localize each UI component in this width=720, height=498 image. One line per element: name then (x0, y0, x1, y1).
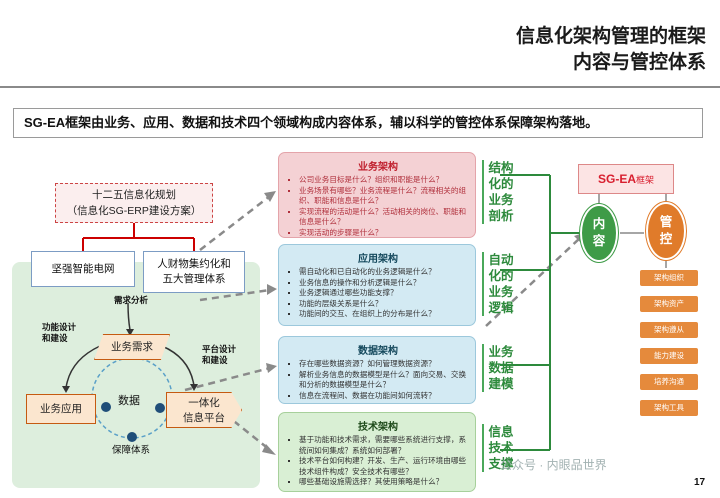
panel-item: 哪些基础设施需选择？其使用策略是什么？ (299, 477, 467, 488)
management-system-line2: 五大管理体系 (162, 273, 226, 285)
label-line: 化的 (488, 177, 514, 191)
structured-business-label: 结构 化的 业务 剖析 (482, 160, 518, 224)
management-system-node: 人财物集约化和 五大管理体系 (143, 251, 245, 293)
it-plan-box: 十二五信息化规划 （信息化SG-ERP建设方案） (55, 183, 213, 223)
circle-char: 内 (592, 217, 606, 231)
panel-item: 公司业务目标是什么？组织和职能是什么？ (299, 175, 467, 186)
data-modeling-label: 业务 数据 建模 (482, 344, 518, 392)
page-number: 17 (694, 477, 706, 488)
control-item-capability-building: 能力建设 (640, 348, 698, 364)
panel-item: 需自动化和已自动化的业务逻辑是什么？ (299, 267, 467, 278)
circle-char: 管 (659, 215, 673, 229)
panel-title: 应用架构 (358, 254, 398, 265)
data-node: 数据 (118, 395, 140, 407)
content-circle: 内 容 (580, 204, 618, 262)
it-plan-subtitle: （信息化SG-ERP建设方案） (66, 205, 202, 217)
panel-item: 功能的层级关系是什么？ (299, 299, 467, 310)
sgea-main: SG-EA (597, 172, 636, 186)
panel-item: 存在哪些数据资源？如何管理数据资源？ (299, 359, 467, 370)
data-architecture-panel: 数据架构 存在哪些数据资源？如何管理数据资源？ 解析业务信息的数据模型是什么？面… (278, 336, 476, 404)
label-line: 数据 (488, 361, 514, 375)
platform-design-line2: 和建设 (202, 355, 228, 365)
function-design-label: 功能设计 和建设 (42, 322, 76, 344)
integrated-platform-line2: 信息平台 (183, 412, 225, 424)
circle-char: 容 (592, 234, 606, 248)
application-architecture-panel: 应用架构 需自动化和已自动化的业务逻辑是什么？ 业务信息的操作和分析逻辑是什么？… (278, 244, 476, 326)
control-item-architecture-tools: 架构工具 (640, 400, 698, 416)
control-item-architecture-assets: 架构资产 (640, 296, 698, 312)
left-diagram-background (12, 262, 260, 488)
label-line: 建模 (488, 377, 514, 391)
business-requirement-node: 业务需求 (94, 334, 170, 360)
panel-title: 业务架构 (358, 162, 398, 173)
business-application-node: 业务应用 (26, 394, 96, 424)
label-line: 信息 (488, 425, 514, 439)
label-line: 业务 (488, 193, 514, 207)
smart-grid-node: 坚强智能电网 (31, 251, 135, 287)
sgea-framework-box: SG-EA框架 (578, 164, 674, 194)
requirement-analysis-label: 需求分析 (114, 295, 149, 305)
label-line: 自动 (488, 253, 514, 267)
management-system-line1: 人财物集约化和 (157, 258, 231, 270)
it-plan-title: 十二五信息化规划 (92, 189, 176, 201)
panel-item: 业务信息的操作和分析逻辑是什么？ (299, 278, 467, 289)
label-line: 技术 (488, 441, 514, 455)
it-support-label: 信息 技术 支撑 (482, 424, 518, 472)
automated-logic-label: 自动 化的 业务 逻辑 (482, 252, 518, 316)
summary-box: SG-EA框架由业务、应用、数据和技术四个领域构成内容体系，辅以科学的管控体系保… (13, 108, 703, 138)
business-architecture-panel: 业务架构 公司业务目标是什么？组织和职能是什么？ 业务场景有哪些？业务流程是什么… (278, 152, 476, 238)
platform-design-label: 平台设计 和建设 (202, 344, 236, 366)
integrated-platform-node: 一体化 信息平台 (166, 392, 242, 428)
control-item-architecture-org: 架构组织 (640, 270, 698, 286)
control-item-architecture-compliance: 架构遵从 (640, 322, 698, 338)
header-divider (0, 86, 720, 88)
panel-item: 信息在流程间、数据在功能间如何流转？ (299, 391, 467, 402)
label-line: 剖析 (488, 209, 514, 223)
technology-architecture-panel: 技术架构 基于功能和技术需求，需要哪些系统进行支撑，系统间如何集成？系统如何部署… (278, 412, 476, 492)
label-line: 结构 (488, 161, 514, 175)
panel-item: 实现活动的步骤是什么？ (299, 228, 467, 239)
control-circle: 管 控 (646, 202, 686, 260)
integrated-platform-line1: 一体化 (188, 397, 220, 409)
panel-item: 技术平台如何构建？开发、生产、运行环境由哪些技术组件构成？安全技术有哪些？ (299, 456, 467, 477)
watermark: 公众号 · 内眼品世界 (500, 458, 607, 472)
function-design-line1: 功能设计 (42, 322, 77, 332)
page-title-line1: 信息化架构管理的框架 (515, 26, 706, 47)
panel-item: 基于功能和技术需求，需要哪些系统进行支撑，系统间如何集成？系统如何部署？ (299, 435, 467, 456)
panel-title: 技术架构 (358, 422, 398, 433)
label-line: 逻辑 (488, 301, 514, 315)
guarantee-system-label: 保障体系 (112, 445, 151, 456)
panel-item: 功能间的交互、在组织上的分布是什么？ (299, 309, 467, 320)
sgea-suffix: 框架 (636, 175, 655, 185)
panel-item: 解析业务信息的数据模型是什么？面向交易、交换和分析的数据模型是什么？ (299, 370, 467, 391)
control-item-training-communication: 培养沟通 (640, 374, 698, 390)
label-line: 业务 (488, 345, 514, 359)
panel-item: 业务逻辑通过哪些功能支撑？ (299, 288, 467, 299)
panel-item: 业务场景有哪些？业务流程是什么？流程相关的组织、职能和信息是什么？ (299, 186, 467, 207)
panel-item: 实现流程的活动是什么？活动相关的岗位、职能和信息是什么？ (299, 207, 467, 228)
label-line: 业务 (488, 285, 514, 299)
label-line: 支撑 (488, 457, 514, 471)
page-title-line2: 内容与管控体系 (572, 52, 706, 73)
platform-design-line1: 平台设计 (202, 344, 237, 354)
circle-char: 控 (659, 232, 673, 246)
label-line: 化的 (488, 269, 514, 283)
panel-title: 数据架构 (358, 346, 398, 357)
function-design-line2: 和建设 (42, 333, 68, 343)
